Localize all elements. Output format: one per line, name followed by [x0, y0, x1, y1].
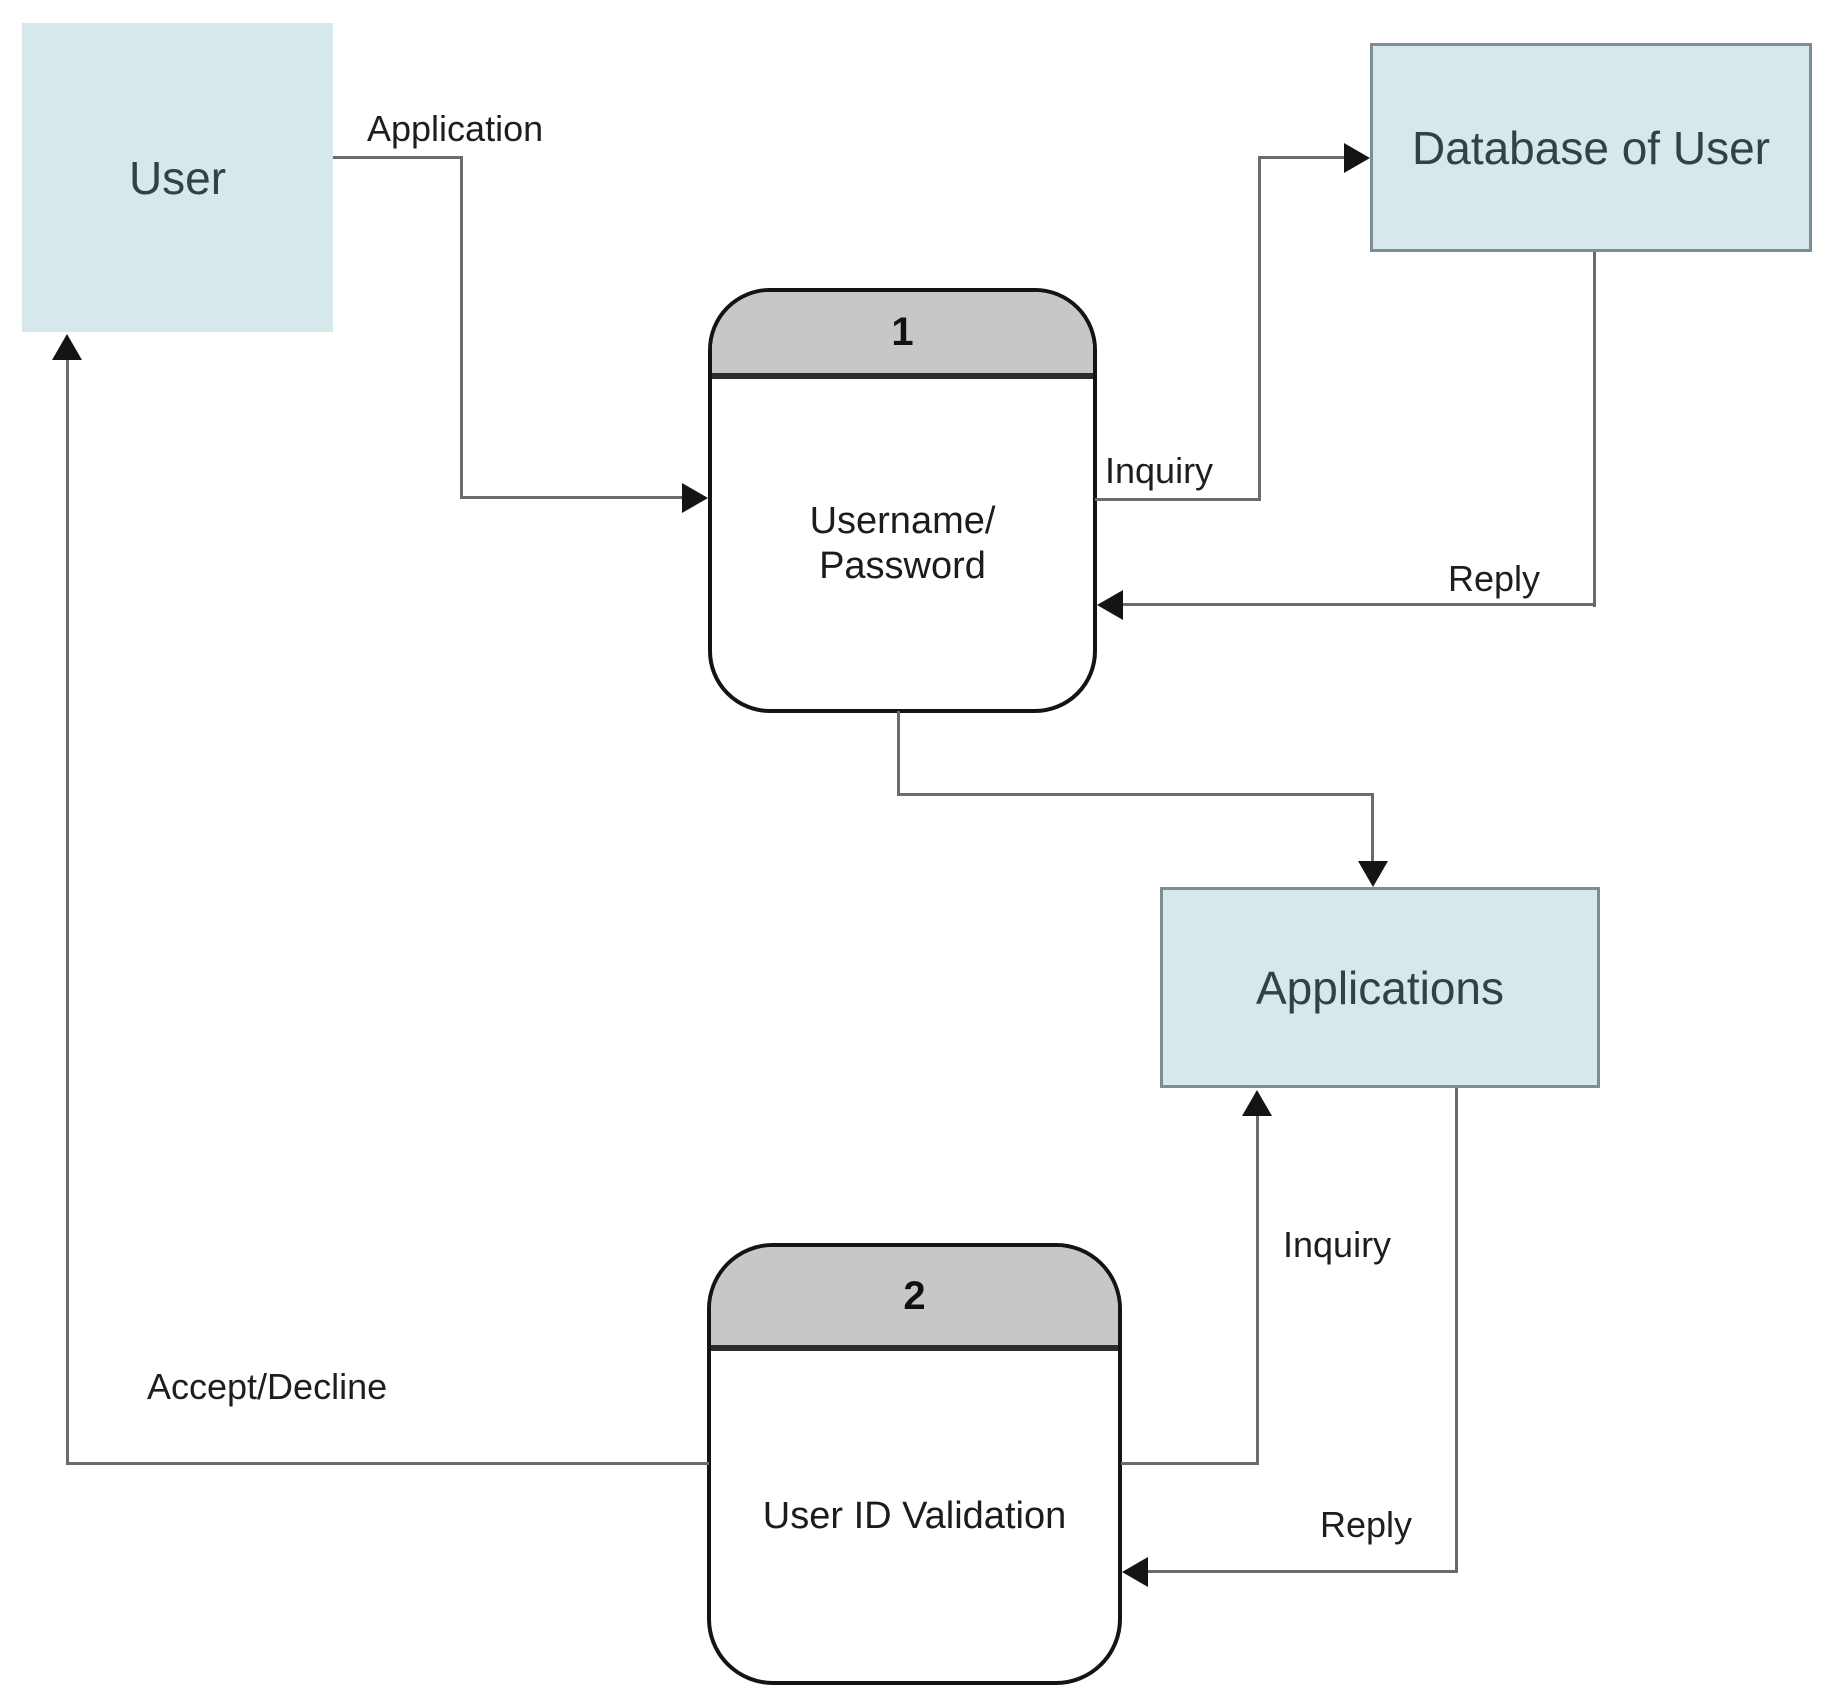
database-entity-label: Database of User: [1412, 121, 1770, 174]
process-2-box: 2 User ID Validation: [707, 1243, 1122, 1685]
arrowhead-right-icon: [1344, 143, 1370, 173]
connector-segment: [66, 358, 69, 1465]
connector-segment: [1121, 1462, 1259, 1465]
flow-reply-applications-label: Reply: [1320, 1504, 1413, 1545]
connector-segment: [460, 496, 684, 499]
process-1-box: 1 Username/ Password: [708, 288, 1097, 713]
connector-segment: [897, 793, 1374, 796]
database-entity-box: Database of User: [1370, 43, 1812, 252]
connector-segment: [66, 1462, 709, 1465]
connector-segment: [1258, 157, 1261, 501]
arrowhead-up-icon: [1242, 1090, 1272, 1116]
connector-segment: [1455, 1088, 1458, 1573]
user-entity-box: User: [22, 23, 333, 332]
arrowhead-left-icon: [1097, 590, 1123, 620]
connector-segment: [1371, 793, 1374, 863]
applications-entity-label: Applications: [1255, 961, 1505, 1014]
process-2-label: User ID Validation: [711, 1351, 1118, 1681]
connector-segment: [897, 711, 900, 796]
process-1-label-line1: Username/: [809, 500, 996, 543]
user-entity-label: User: [128, 151, 227, 204]
connector-segment: [1146, 1570, 1458, 1573]
arrowhead-down-icon: [1358, 861, 1388, 887]
process-1-header: 1: [712, 292, 1093, 379]
process-2-label-line1: User ID Validation: [762, 1494, 1067, 1537]
connector-segment: [333, 156, 463, 159]
connector-segment: [1095, 498, 1261, 501]
applications-entity-box: Applications: [1160, 887, 1600, 1088]
process-1-label-line2: Password: [819, 545, 986, 587]
flow-application-label: Application: [367, 108, 544, 149]
process-1-label: Username/ Password: [712, 379, 1093, 709]
connector-segment: [1258, 156, 1344, 159]
arrowhead-left-icon: [1122, 1557, 1148, 1587]
flow-inquiry-applications-label: Inquiry: [1283, 1224, 1392, 1265]
process-2-number: 2: [903, 1273, 926, 1318]
arrowhead-up-icon: [52, 334, 82, 360]
flow-accept-decline-label: Accept/Decline: [147, 1366, 388, 1407]
process-2-header: 2: [711, 1247, 1118, 1351]
connector-segment: [460, 156, 463, 499]
connector-segment: [1593, 252, 1596, 607]
flow-reply-database-label: Reply: [1448, 558, 1541, 599]
arrowhead-right-icon: [682, 483, 708, 513]
process-1-number: 1: [891, 310, 914, 354]
flow-inquiry-database-label: Inquiry: [1105, 450, 1214, 491]
connector-segment: [1121, 603, 1596, 606]
connector-segment: [1256, 1114, 1259, 1465]
